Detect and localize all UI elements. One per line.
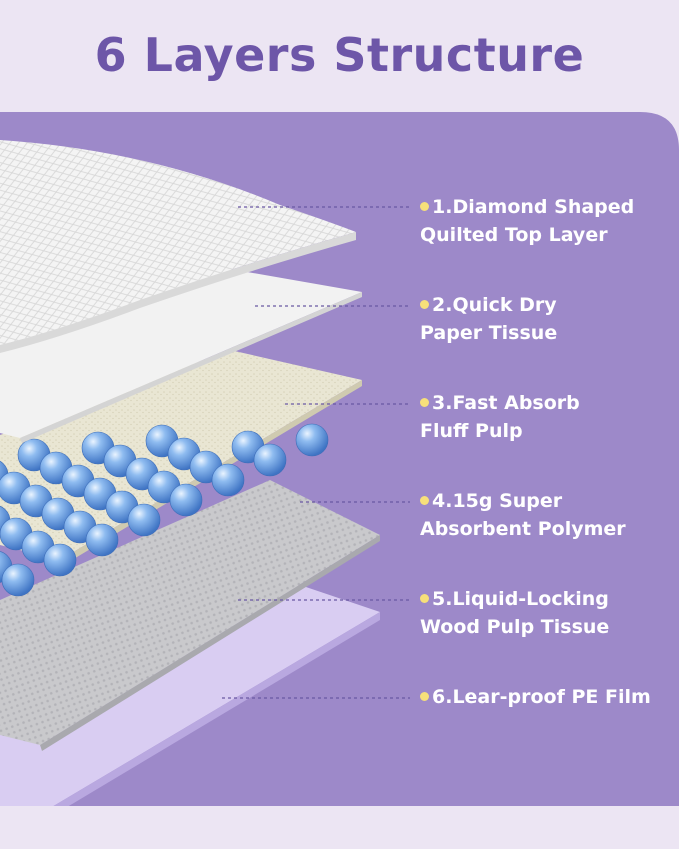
layer-label-5: 5.Liquid-Locking Wood Pulp Tissue [420, 588, 610, 638]
polymer-bead [43, 543, 77, 577]
layer-label-4: 4.15g Super Absorbent Polymer [420, 490, 626, 540]
polymer-bead [1, 563, 35, 597]
polymer-bead [253, 443, 287, 477]
polymer-bead [85, 523, 119, 557]
bullet-icon [420, 202, 429, 211]
leader-lines [222, 206, 410, 699]
polymer-bead [295, 423, 329, 457]
polymer-bead [211, 463, 245, 497]
layer-label-3: 3.Fast Absorb Fluff Pulp [420, 392, 580, 442]
bottom-strip [0, 806, 679, 849]
bullet-icon [420, 692, 429, 701]
quilted-top-layer [0, 140, 356, 345]
layer-label-6: 6.Lear-proof PE Film [420, 683, 651, 711]
bullet-icon [420, 496, 429, 505]
bullet-icon [420, 300, 429, 309]
bullet-icon [420, 398, 429, 407]
polymer-bead [127, 503, 161, 537]
wood-pulp-tissue-layer [0, 480, 380, 745]
bullet-icon [420, 594, 429, 603]
polymer-beads-layer [0, 423, 329, 597]
page-title: 6 Layers Structure [94, 28, 585, 82]
polymer-bead [169, 483, 203, 517]
layer-label-2: 2.Quick Dry Paper Tissue [420, 294, 558, 344]
layer-label-1: 1.Diamond Shaped Quilted Top Layer [420, 196, 635, 246]
